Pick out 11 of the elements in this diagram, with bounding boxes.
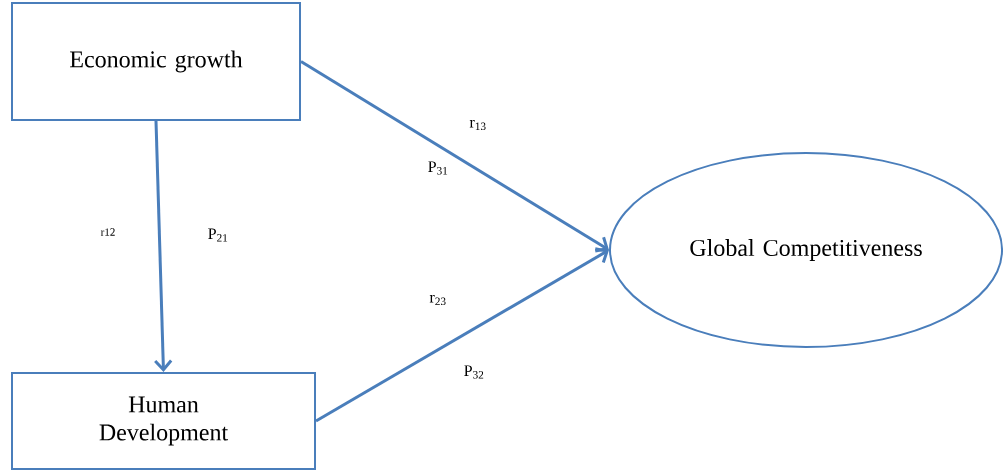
path-label: r12 bbox=[100, 228, 115, 236]
path-label: r$_{23}$ bbox=[429, 294, 446, 306]
arrow bbox=[315, 247, 609, 423]
path-label: r$_{13}$ bbox=[469, 119, 486, 131]
path-label: P$_{21}$ bbox=[208, 228, 228, 242]
variable-box: Economic growth bbox=[11, 2, 301, 121]
path-label: P$_{31}$ bbox=[428, 161, 448, 175]
variable-box: Human Development bbox=[11, 372, 316, 470]
arrow bbox=[154, 120, 173, 372]
path-label: P$_{32}$ bbox=[464, 365, 484, 379]
arrow bbox=[300, 60, 609, 253]
